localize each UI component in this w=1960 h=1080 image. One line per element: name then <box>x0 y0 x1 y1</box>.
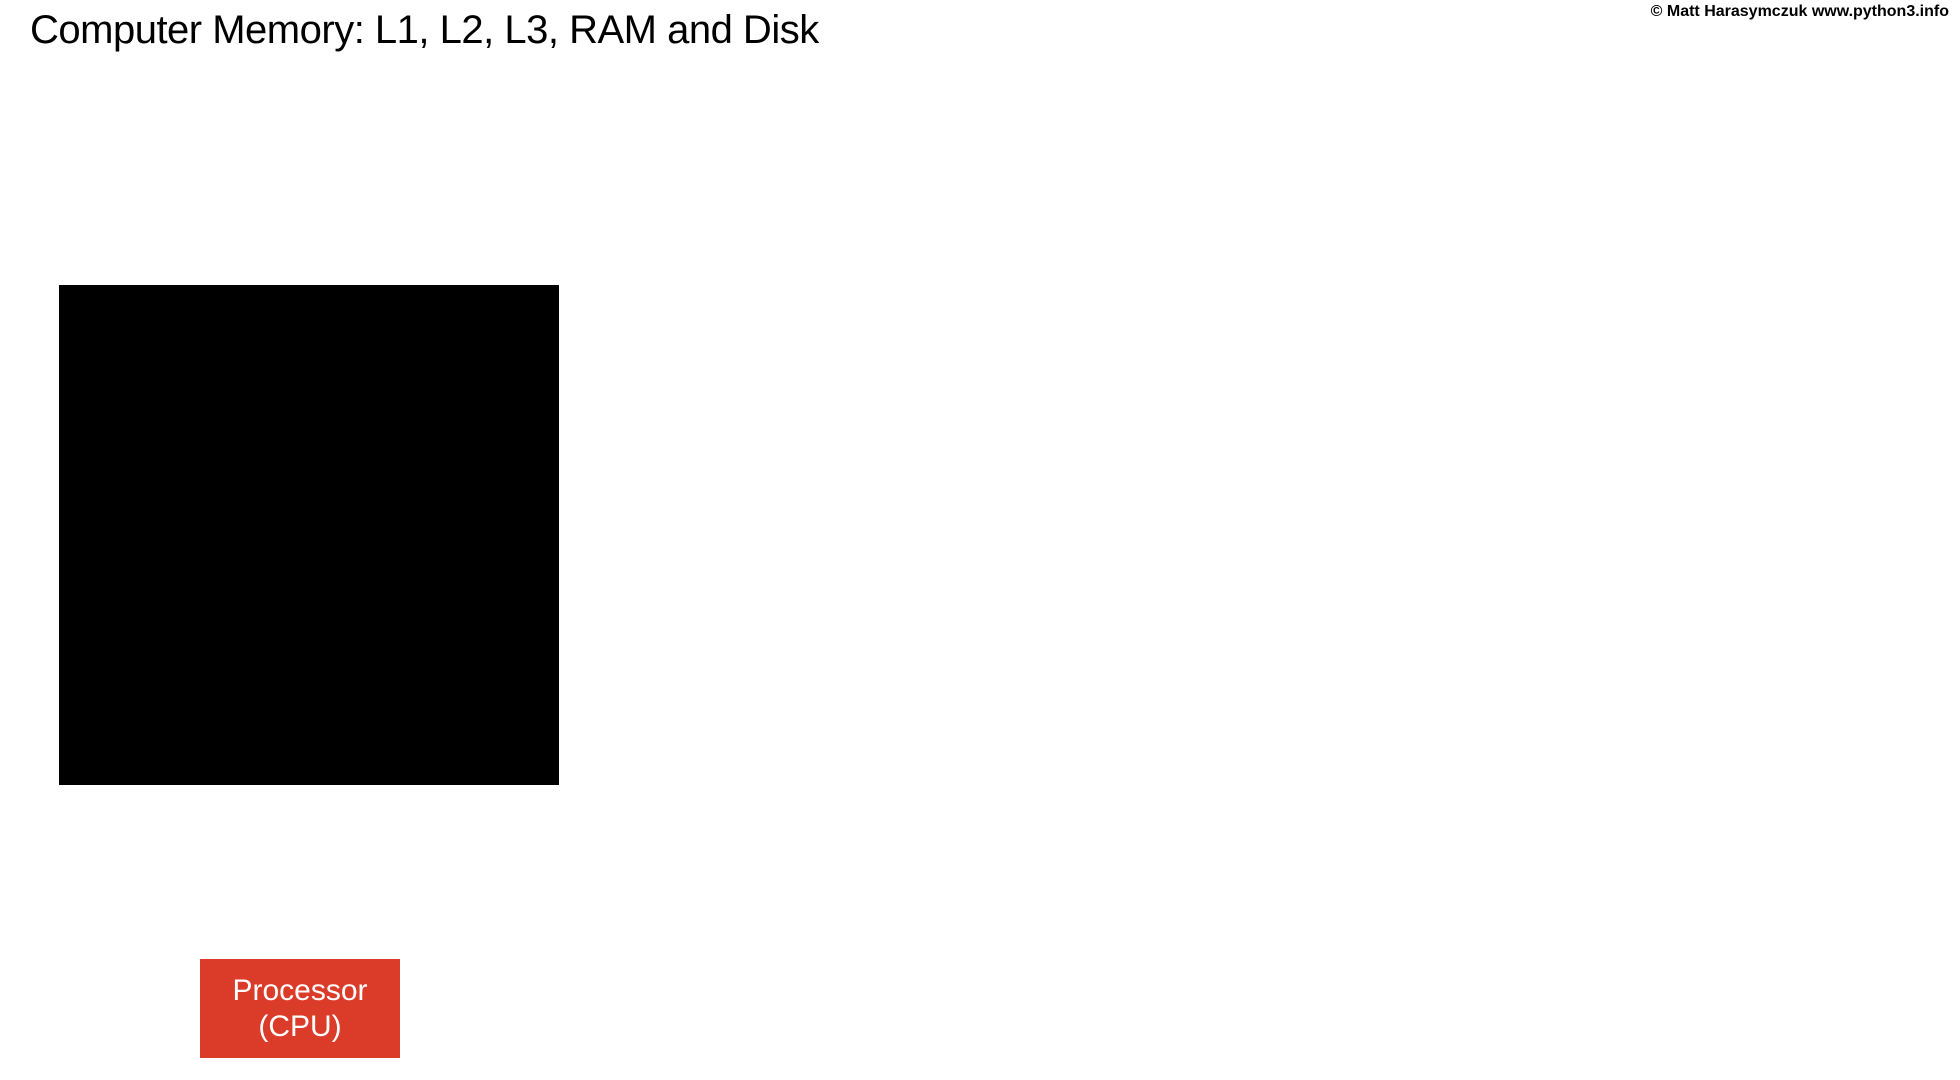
copyright-credit: © Matt Harasymczuk www.python3.info <box>1650 3 1949 20</box>
cpu-box: Processor (CPU) <box>200 959 400 1058</box>
cpu-label-line1: Processor <box>232 973 368 1007</box>
cpu-label-line2: (CPU) <box>258 1009 342 1043</box>
memory-block <box>59 285 559 785</box>
page-title: Computer Memory: L1, L2, L3, RAM and Dis… <box>30 8 819 52</box>
